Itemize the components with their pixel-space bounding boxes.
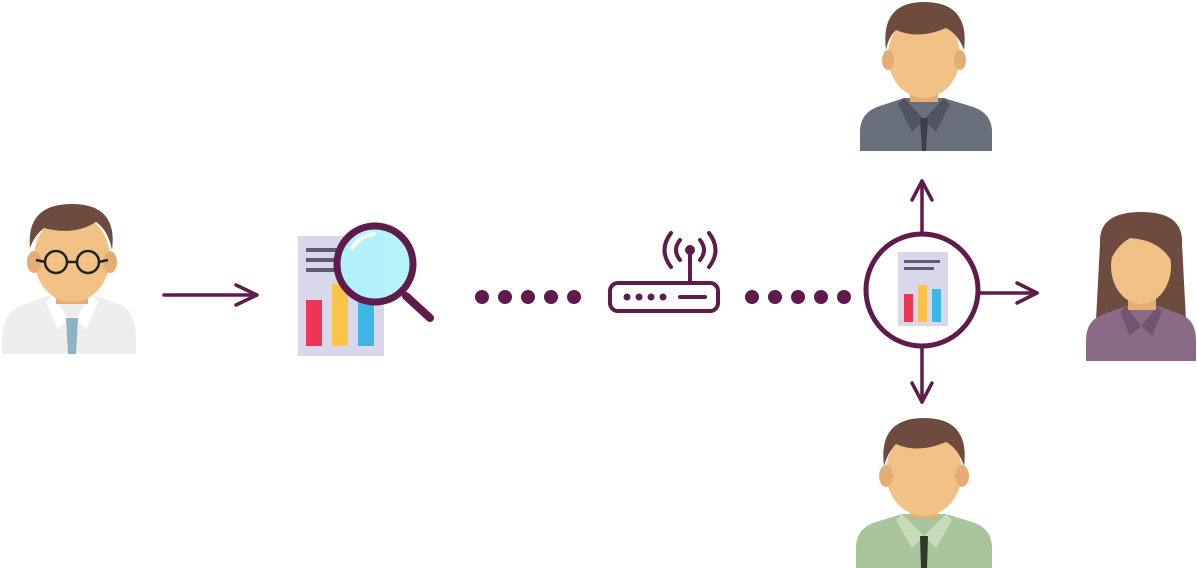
recipient-right-person-icon [1086, 212, 1196, 361]
analyst-person-icon [2, 204, 136, 354]
report-magnifier-icon [298, 222, 434, 356]
arrow-hub-to-bottom [910, 344, 934, 404]
shared-report-hub-icon [863, 231, 981, 349]
arrow-analyst-to-report [162, 283, 259, 307]
dotted-connector-left [475, 290, 581, 304]
wifi-router-icon [608, 231, 720, 313]
recipient-bottom-person-icon [856, 418, 992, 568]
arrow-hub-to-right [976, 281, 1039, 305]
arrow-hub-to-top [910, 179, 934, 236]
recipient-top-person-icon [860, 2, 992, 151]
dotted-connector-right [745, 290, 851, 304]
